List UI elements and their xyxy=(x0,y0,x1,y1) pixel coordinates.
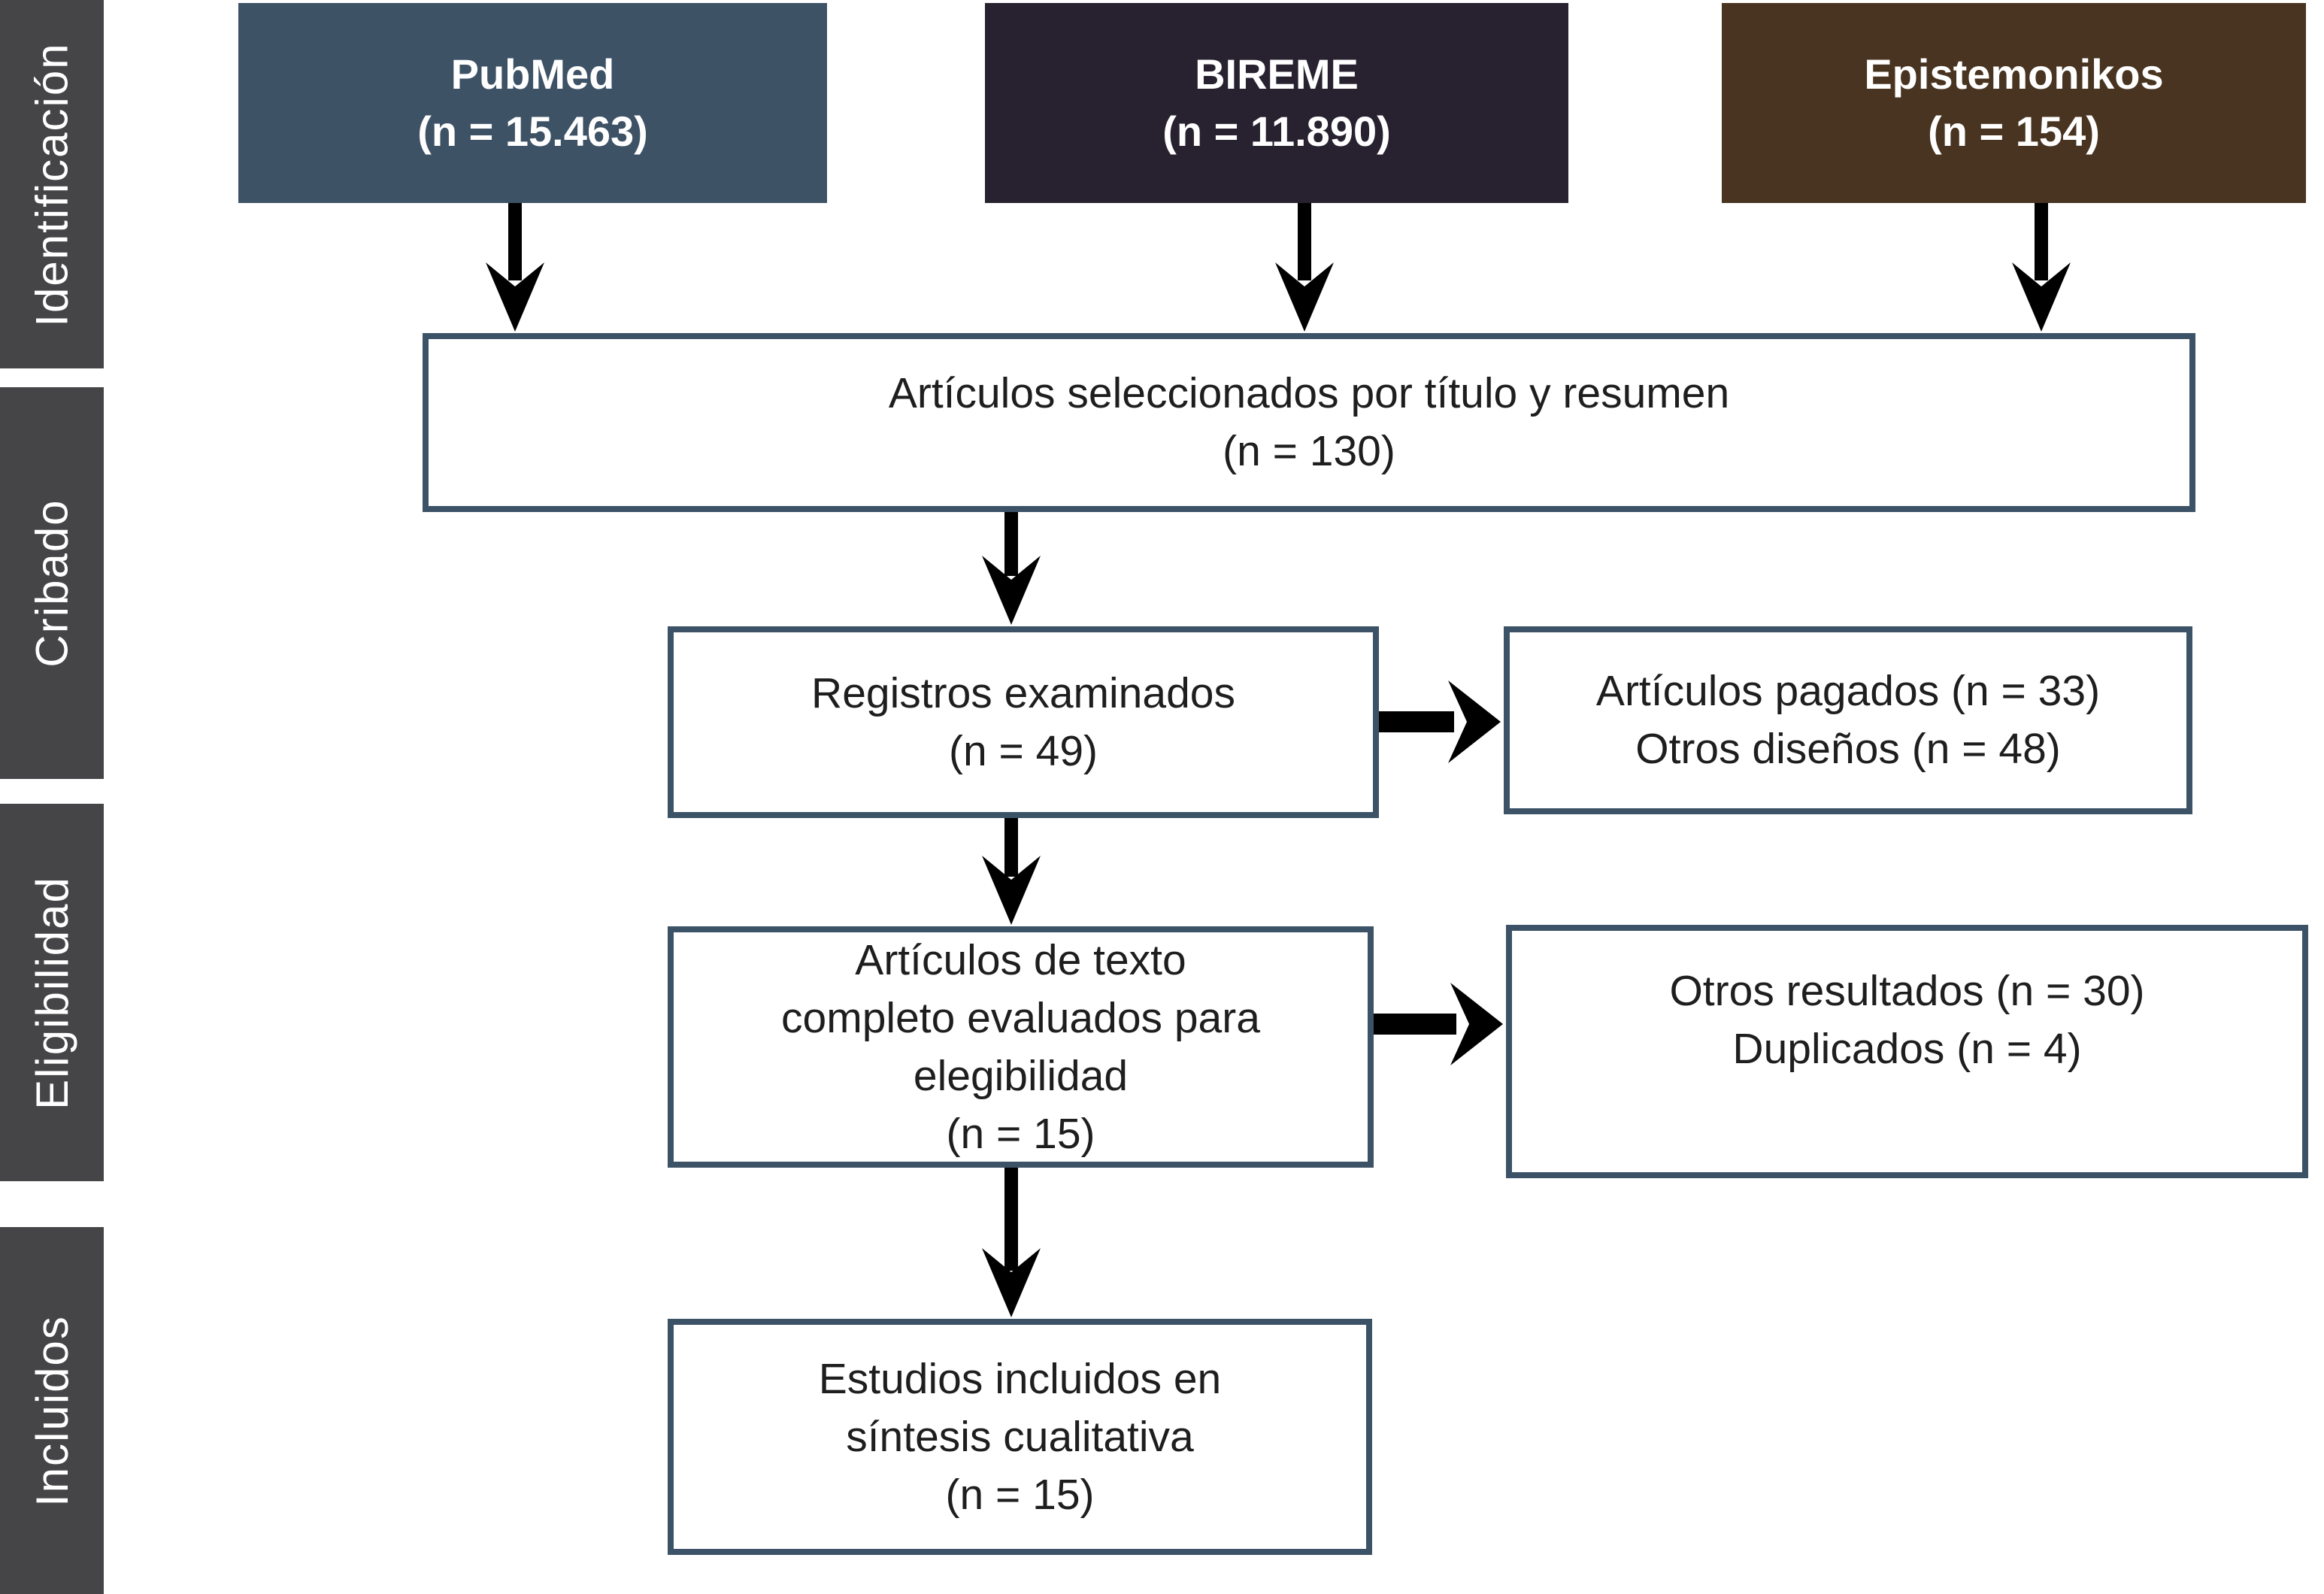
box-line: Registros examinados xyxy=(811,668,1235,717)
source-box-bireme: BIREME (n = 11.890) xyxy=(985,3,1568,203)
source-count: (n = 11.890) xyxy=(1162,108,1391,155)
arrow-bireme-to-selected xyxy=(1275,203,1334,332)
box-line: Duplicados (n = 4) xyxy=(1732,1025,2082,1073)
box-line: síntesis cualitativa xyxy=(846,1412,1194,1461)
box-line: Otros resultados (n = 30) xyxy=(1669,967,2145,1015)
arrow-fulltext-to-included xyxy=(982,1168,1041,1317)
stage-incluidos: Incluidos xyxy=(0,1227,104,1594)
stage-label: Identificación xyxy=(26,41,77,327)
box-selected-title-abstract: Artículos seleccionados por título y res… xyxy=(423,333,2195,512)
box-line: Artículos pagados (n = 33) xyxy=(1595,667,2101,715)
stage-eligibilidad: Eligibilidad xyxy=(0,804,104,1181)
box-fulltext-assessed: Artículos de texto completo evaluados pa… xyxy=(668,926,1374,1168)
arrow-fulltext-to-excluded-eligibility xyxy=(1374,983,1503,1065)
source-name: PubMed xyxy=(450,50,615,98)
box-excluded-eligibility: Otros resultados (n = 30) Duplicados (n … xyxy=(1506,925,2308,1178)
box-line: Artículos de texto xyxy=(855,935,1186,984)
source-name: Epistemonikos xyxy=(1864,50,2164,98)
box-line: (n = 15) xyxy=(945,1470,1095,1519)
stage-label: Cribado xyxy=(26,499,77,668)
source-box-pubmed: PubMed (n = 15.463) xyxy=(238,3,827,203)
box-line: Artículos seleccionados por título y res… xyxy=(888,369,1730,417)
box-line: Otros diseños (n = 48) xyxy=(1635,725,2061,773)
source-name: BIREME xyxy=(1195,50,1359,98)
box-line: completo evaluados para xyxy=(781,993,1260,1042)
box-line: (n = 15) xyxy=(946,1109,1095,1158)
box-line: (n = 49) xyxy=(948,726,1098,775)
box-excluded-screening: Artículos pagados (n = 33) Otros diseños… xyxy=(1504,626,2192,814)
arrow-selected-to-screened xyxy=(982,512,1041,625)
box-included-qualitative: Estudios incluidos en síntesis cualitati… xyxy=(668,1319,1372,1555)
source-box-epistemonikos: Epistemonikos (n = 154) xyxy=(1722,3,2306,203)
arrow-pubmed-to-selected xyxy=(486,203,544,332)
stage-label: Eligibilidad xyxy=(26,875,77,1110)
stage-label: Incluidos xyxy=(26,1314,77,1507)
arrow-epistemonikos-to-selected xyxy=(2012,203,2071,332)
box-line: (n = 130) xyxy=(1223,427,1395,475)
arrow-screened-to-fulltext xyxy=(982,818,1041,925)
box-records-screened: Registros examinados (n = 49) xyxy=(668,626,1379,818)
source-count: (n = 154) xyxy=(1928,108,2100,155)
stage-identificacion: Identificación xyxy=(0,0,104,368)
box-line: Estudios incluidos en xyxy=(818,1354,1222,1403)
stage-cribado: Cribado xyxy=(0,387,104,779)
source-count: (n = 15.463) xyxy=(417,108,648,155)
box-line: elegibilidad xyxy=(913,1051,1129,1100)
arrow-screened-to-excluded-screening xyxy=(1379,680,1501,763)
